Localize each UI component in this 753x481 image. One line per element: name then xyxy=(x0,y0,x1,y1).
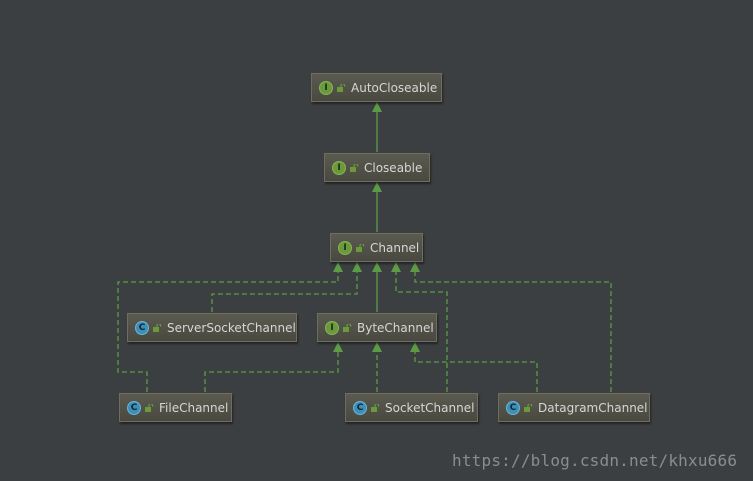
edge-filechannel-to-bytechannel xyxy=(204,342,343,392)
node-label: ServerSocketChannel xyxy=(167,320,296,335)
interface-icon: I xyxy=(338,240,352,255)
unlock-icon xyxy=(371,403,380,412)
unlock-icon xyxy=(145,403,154,412)
edge-socketchannel-to-channel xyxy=(391,262,448,392)
class-icon: C xyxy=(506,400,520,415)
node-autocloseable[interactable]: I AutoCloseable xyxy=(311,73,442,102)
node-label: FileChannel xyxy=(159,400,229,415)
node-channel[interactable]: I Channel xyxy=(330,233,423,262)
class-icon: C xyxy=(135,320,149,335)
edge-datagramchannel-to-bytechannel xyxy=(410,342,538,392)
node-filechannel[interactable]: C FileChannel xyxy=(119,393,232,422)
interface-icon: I xyxy=(319,80,333,95)
node-datagramchannel[interactable]: C DatagramChannel xyxy=(498,393,650,422)
unlock-icon xyxy=(524,403,533,412)
node-closeable[interactable]: I Closeable xyxy=(324,153,430,182)
node-label: SocketChannel xyxy=(385,400,475,415)
class-icon: C xyxy=(127,400,141,415)
node-bytechannel[interactable]: I ByteChannel xyxy=(317,313,437,342)
class-icon: C xyxy=(353,400,367,415)
node-serversocketchannel[interactable]: C ServerSocketChannel xyxy=(127,313,297,342)
unlock-icon xyxy=(337,83,346,92)
unlock-icon xyxy=(350,163,359,172)
unlock-icon xyxy=(153,323,162,332)
node-label: Closeable xyxy=(364,160,423,175)
edge-filechannel-to-channel xyxy=(117,262,343,392)
edge-datagramchannel-to-channel xyxy=(410,262,612,392)
unlock-icon xyxy=(356,243,365,252)
interface-icon: I xyxy=(332,160,346,175)
interface-icon: I xyxy=(325,320,339,335)
node-label: Channel xyxy=(370,240,420,255)
node-label: DatagramChannel xyxy=(538,400,648,415)
unlock-icon xyxy=(343,323,352,332)
edge-serversocketchannel-to-channel xyxy=(211,262,362,312)
node-label: ByteChannel xyxy=(357,320,434,335)
watermark-url: https://blog.csdn.net/khxu666 xyxy=(452,451,738,470)
node-label: AutoCloseable xyxy=(351,80,438,95)
node-socketchannel[interactable]: C SocketChannel xyxy=(345,393,478,422)
